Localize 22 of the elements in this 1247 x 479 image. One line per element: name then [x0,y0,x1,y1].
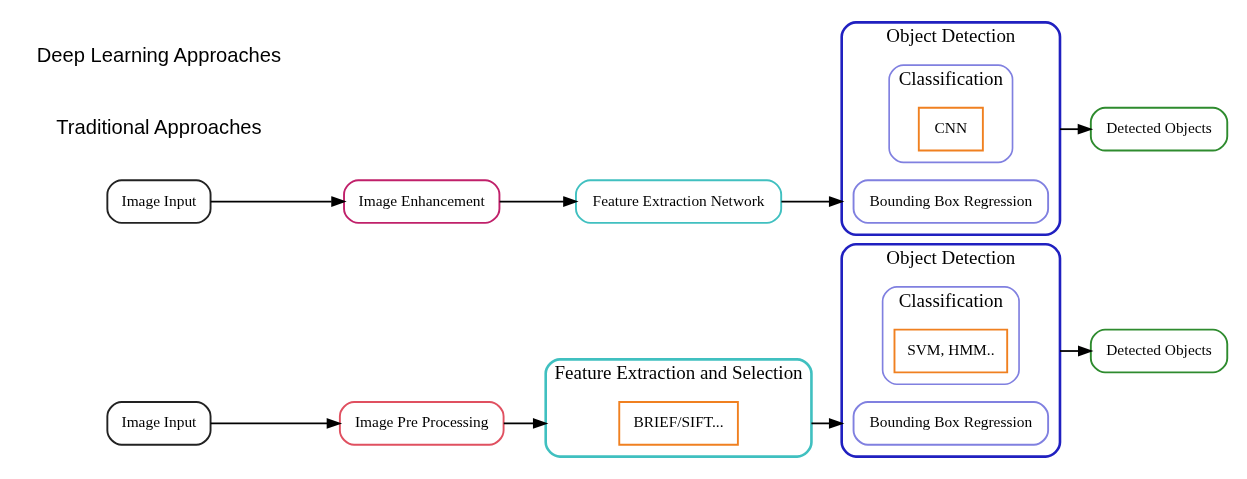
arrow [498,196,579,207]
arrow [810,417,844,429]
node-box: Image Enhancement [342,179,500,224]
arrow [780,196,844,207]
node-box: Bounding Box Regression [852,401,1049,446]
node-box: Image Pre Processing [338,401,505,446]
node-box: BRIEF/SIFT... [617,401,739,446]
arrow [1058,123,1093,135]
label: Traditional Approaches [55,116,262,139]
node-box: SVM, HMM.. [893,328,1008,374]
arrow [209,417,342,429]
arrow [1058,345,1093,357]
node-box: Detected Objects [1089,106,1228,152]
node-box: CNN [917,106,984,152]
node-box: Detected Objects [1089,328,1228,374]
node-box: Image Input [105,179,211,224]
arrow [502,417,548,429]
node-box: Image Input [105,401,211,446]
label: Deep Learning Approaches [36,43,281,66]
node-box: Feature Extraction Network [574,179,782,224]
arrow [209,196,347,207]
node-box: Bounding Box Regression [852,179,1049,224]
